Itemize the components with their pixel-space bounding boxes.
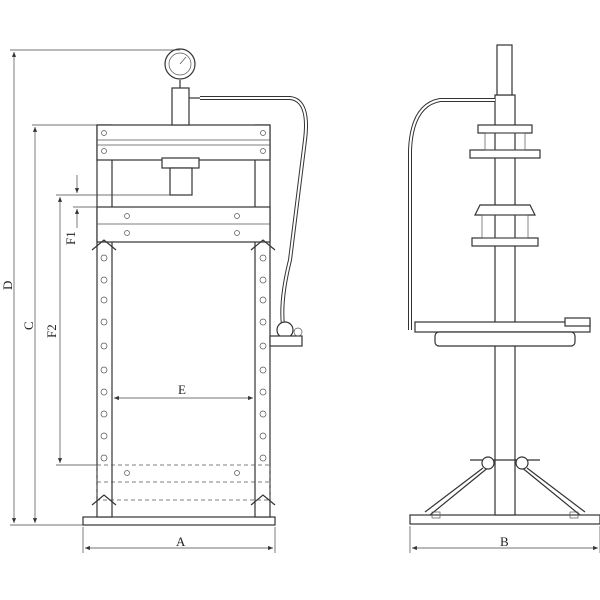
column-holes bbox=[100, 254, 267, 462]
side-legs bbox=[424, 456, 586, 519]
dimension-A: A bbox=[82, 527, 276, 553]
dimension-F2: F2 bbox=[44, 194, 170, 466]
side-pump-handle bbox=[414, 317, 591, 347]
dimension-label-F1: F1 bbox=[63, 231, 78, 245]
dimension-C: C bbox=[21, 124, 97, 523]
front-view bbox=[82, 48, 308, 526]
right-column bbox=[254, 124, 271, 518]
side-cylinder-top bbox=[496, 44, 513, 96]
dimension-label-B: B bbox=[500, 534, 509, 549]
dimension-label-E: E bbox=[178, 382, 186, 397]
bed-beam bbox=[91, 206, 276, 251]
dimension-label-F2: F2 bbox=[44, 324, 59, 338]
front-base-plate bbox=[82, 516, 276, 526]
dimension-label-D: D bbox=[0, 281, 15, 290]
dimension-B: B bbox=[409, 526, 600, 553]
side-bed bbox=[471, 204, 539, 247]
left-column bbox=[96, 124, 113, 518]
lower-bed-dashed bbox=[91, 464, 276, 506]
side-top-beam bbox=[469, 124, 541, 159]
dimension-F1: F1 bbox=[63, 175, 97, 245]
hydraulic-hose bbox=[189, 96, 308, 326]
hand-pump bbox=[269, 321, 303, 347]
side-base-plate bbox=[409, 514, 600, 525]
side-view bbox=[408, 44, 600, 525]
dimension-E: E bbox=[114, 382, 253, 401]
pressure-gauge-icon bbox=[164, 48, 196, 88]
cylinder bbox=[161, 87, 200, 196]
dimension-label-C: C bbox=[21, 321, 36, 330]
top-beam bbox=[96, 124, 271, 161]
dimension-D: D bbox=[0, 49, 180, 526]
side-hydraulic-hose bbox=[408, 98, 495, 330]
dimension-label-A: A bbox=[176, 534, 186, 549]
